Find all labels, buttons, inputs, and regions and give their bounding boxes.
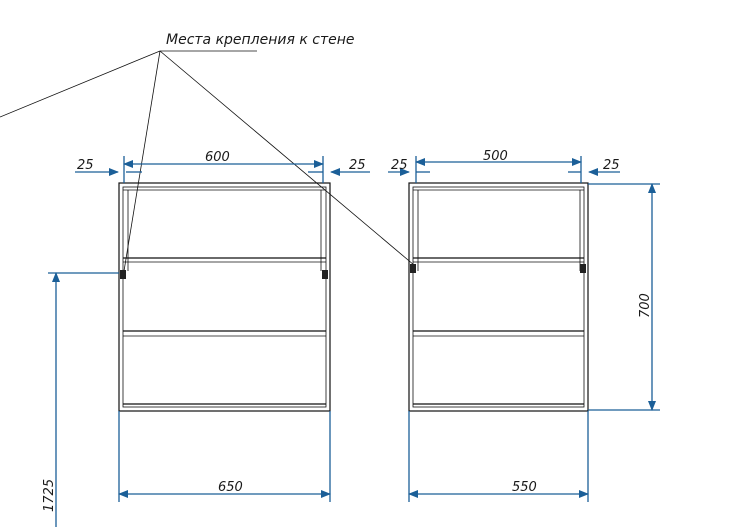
right-dim-550-label: 550 bbox=[512, 480, 537, 495]
left-cabinet-mount-bracket-left bbox=[120, 270, 126, 279]
right-cabinet bbox=[408, 182, 589, 412]
right-cabinet-dimensions: 500 25 25 550 700 bbox=[388, 149, 660, 502]
left-cabinet-mount-bracket-right bbox=[322, 270, 328, 279]
right-dim-700-label: 700 bbox=[638, 293, 653, 318]
mounting-note: Места крепления к стене bbox=[0, 32, 415, 272]
mounting-note-label: Места крепления к стене bbox=[166, 32, 355, 48]
left-cabinet bbox=[118, 182, 331, 412]
height-dim-1725-label: 1725 bbox=[42, 479, 57, 512]
right-cabinet-mount-bracket-right bbox=[580, 264, 586, 273]
right-cabinet-outer-frame bbox=[408, 182, 589, 412]
left-dim-25-left-label: 25 bbox=[77, 158, 94, 173]
right-dim-25-right-label: 25 bbox=[603, 158, 620, 173]
left-cabinet-dimensions: 600 25 25 650 1725 bbox=[42, 150, 370, 527]
leader-line-far-left bbox=[0, 50, 161, 118]
right-dim-25-left-label: 25 bbox=[391, 158, 408, 173]
left-dim-25-right-label: 25 bbox=[349, 158, 366, 173]
leader-line-right-cabinet bbox=[159, 50, 415, 266]
left-dim-650-label: 650 bbox=[218, 480, 243, 495]
right-cabinet-mount-bracket-left bbox=[410, 264, 416, 273]
left-dim-600-label: 600 bbox=[205, 150, 230, 165]
right-cabinet-inner-frame bbox=[412, 186, 585, 408]
right-dim-500-label: 500 bbox=[483, 149, 508, 164]
left-cabinet-inner-frame bbox=[122, 186, 327, 408]
leader-line-left-cabinet bbox=[123, 50, 161, 272]
left-cabinet-outer-frame bbox=[118, 182, 331, 412]
